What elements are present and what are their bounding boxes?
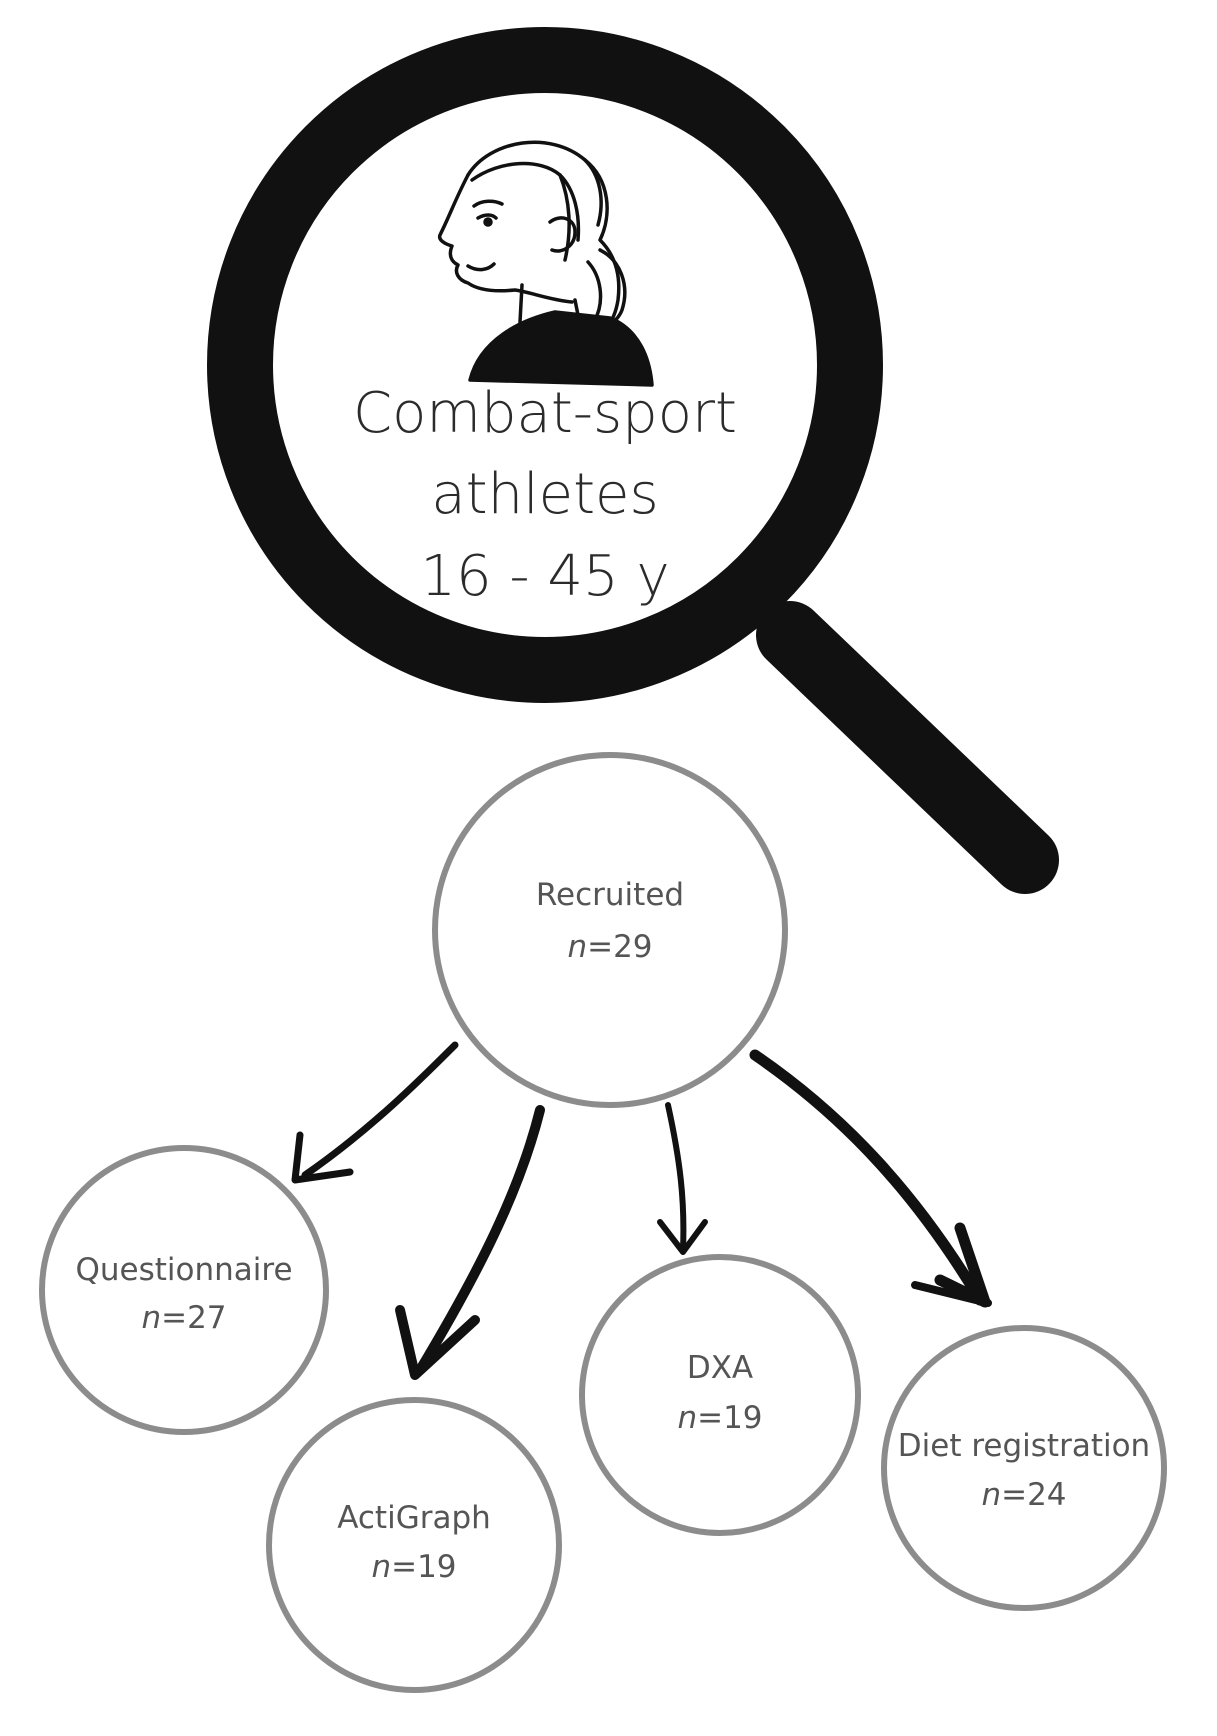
node-dxa-count: =19 <box>697 1400 762 1436</box>
node-dxa-label: DXA <box>687 1350 753 1386</box>
population-title-line-1: Combat-sport <box>353 381 737 446</box>
node-diet-registration: Diet registration n=24 <box>881 1325 1167 1611</box>
node-dxa: DXA n=19 <box>579 1254 861 1536</box>
node-questionnaire-label: Questionnaire <box>75 1252 292 1288</box>
flow-arrows <box>291 1041 992 1380</box>
node-recruited: Recruited n=29 <box>432 752 788 1108</box>
node-questionnaire-n: n <box>141 1300 161 1336</box>
node-diet-registration-count-text: n=24 <box>981 1477 1066 1513</box>
node-questionnaire-count: =27 <box>161 1300 226 1336</box>
node-diet-registration-count: =24 <box>1001 1477 1066 1513</box>
node-actigraph: ActiGraph n=19 <box>266 1397 562 1693</box>
arrow-to-actigraph <box>395 1105 545 1380</box>
node-diet-registration-n: n <box>981 1477 1001 1513</box>
population-age-range: 16 - 45 y <box>420 544 669 609</box>
node-recruited-count: =29 <box>587 929 652 965</box>
node-dxa-count-text: n=19 <box>677 1400 762 1436</box>
node-actigraph-label: ActiGraph <box>337 1500 491 1536</box>
node-questionnaire-count-text: n=27 <box>141 1300 226 1336</box>
magnifying-glass-icon <box>207 27 1059 894</box>
population-title-line-2: athletes <box>431 462 658 527</box>
node-recruited-label: Recruited <box>536 877 684 913</box>
arrow-to-questionnaire <box>291 1041 459 1184</box>
node-actigraph-count-text: n=19 <box>371 1549 456 1585</box>
female-athlete-portrait-icon <box>437 140 654 387</box>
node-questionnaire: Questionnaire n=27 <box>39 1145 329 1435</box>
arrow-to-diet-registration <box>749 1049 992 1308</box>
node-actigraph-count: =19 <box>391 1549 456 1585</box>
node-diet-registration-label: Diet registration <box>898 1428 1150 1464</box>
node-recruited-n: n <box>567 929 587 965</box>
arrow-to-dxa <box>657 1102 708 1255</box>
node-recruited-count-text: n=29 <box>567 929 652 965</box>
node-dxa-n: n <box>677 1400 697 1436</box>
node-actigraph-n: n <box>371 1549 391 1585</box>
